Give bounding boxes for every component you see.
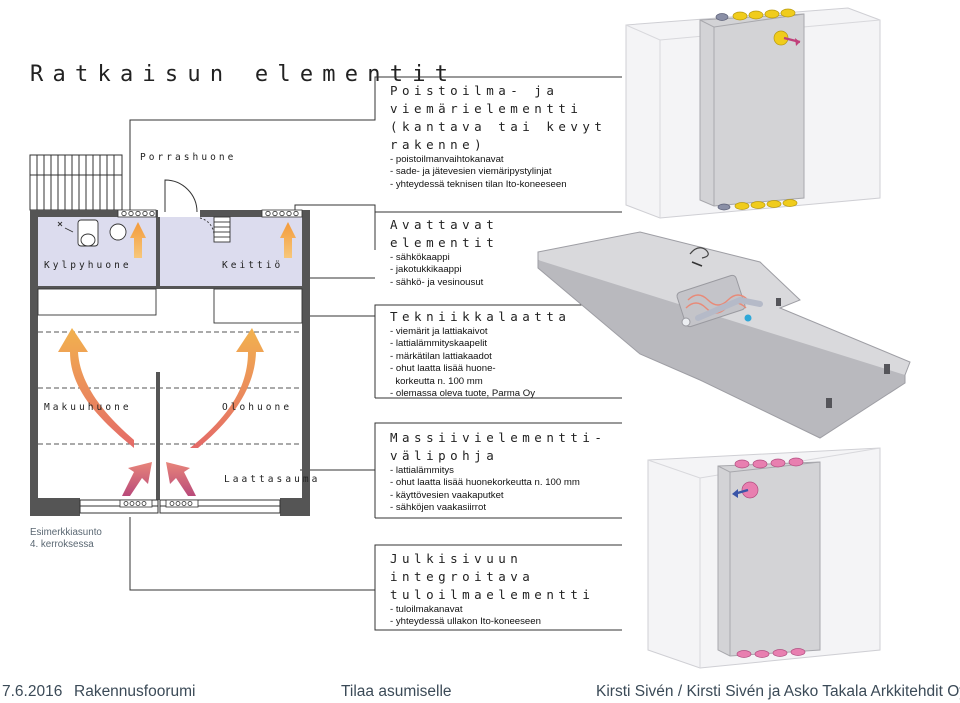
bullet-item: - ohut laatta lisää huonekorkeutta n. 10… [390,477,580,489]
section-heading: välipohja [390,448,499,463]
bullet-item: - ohut laatta lisää huone- [390,363,496,375]
bullet-item: - lattialämmityskaapelit [390,338,488,350]
airflow-arrows [58,222,296,496]
exhaust-element-rendering [625,7,881,219]
section-bullets: - lattialämmitys - ohut laatta lisää huo… [390,465,606,515]
kitchen-counter [199,216,231,243]
plan-note-line2: 4. kerroksessa [30,539,94,550]
footer-authors: Kirsti Sivén / Kirsti Sivén ja Asko Taka… [596,683,960,700]
room-label-living: Olohuone [222,402,293,413]
footer-date: 7.6.2016 [2,683,63,700]
bullet-item: - märkätilan lattiakaadot [390,350,492,362]
supply-element-rendering [647,447,881,669]
section-heading: elementit [390,235,499,250]
entrance-door [164,179,198,213]
section-technical-slab: Tekniikkalaatta - viemärit ja lattiakaiv… [390,308,570,400]
room-label-kitchen: Keittiö [222,260,284,271]
bullet-item: korkeutta n. 100 mm [390,375,483,387]
footer-event: Rakennusfoorumi [74,683,196,700]
plan-note: Esimerkkiasunto 4. kerroksessa [30,527,102,551]
bullet-item: - sähköjen vaakasiirrot [390,502,486,514]
bathroom-exhaust-arrow [130,222,146,258]
room-label-bedroom: Makuuhuone [44,402,132,413]
bullet-item: - tuloilmakanavat [390,604,463,615]
footer-topic: Tilaa asumiselle [341,683,452,700]
bathroom-fixtures [57,219,127,247]
bullet-item: - käyttövesien vaakaputket [390,489,504,501]
section-openable-elements: Avattavat elementit - sähkökaappi - jako… [390,216,498,289]
bullet-item: - viemärit ja lattiakaivot [390,326,488,337]
section-exhaust-element: Poistoilma- ja viemärielementti (kantava… [390,82,606,191]
room-label-bathroom: Kylpyhuone [44,260,132,271]
bullet-item: - jakotukkikaappi [390,264,462,276]
section-bullets: - poistoilmanvaihtokanavat - sade- ja jä… [390,154,606,191]
bullet-item: - yhteydessä ullakon Ito-koneeseen [390,616,541,628]
kitchen-exhaust-arrow [280,222,296,258]
plan-note-line1: Esimerkkiasunto [30,527,102,538]
living-flow-arrow [190,328,264,448]
section-bullets: - viemärit ja lattiakaivot - lattialämmi… [390,326,570,400]
section-heading: Tekniikkalaatta [390,309,571,324]
bullet-item: - sähkö- ja vesinousut [390,276,484,288]
staircase [29,154,123,211]
section-heading: Avattavat [390,217,499,232]
section-heading: (kantava tai kevyt [390,119,607,134]
technical-slab-rendering [537,231,911,439]
section-heading: integroitava [390,569,535,584]
bullet-item: - lattialämmitys [390,465,454,476]
page-title: Ratkaisun elementit [30,62,458,87]
closets [37,288,303,324]
bullet-item: - poistoilmanvaihtokanavat [390,154,504,165]
room-label-stairs: Porrashuone [140,152,237,163]
section-massive-slab: Massiivielementti- välipohja - lattialäm… [390,429,606,515]
bullet-item: - sade- ja jätevesien viemäripystylinjat [390,166,552,178]
bedroom-flow-arrow [58,328,134,448]
walls [30,210,310,516]
section-bullets: - tuloilmakanavat - yhteydessä ullakon I… [390,604,594,629]
section-heading: viemärielementti [390,101,583,116]
section-heading: rakenne) [390,137,487,152]
joint-label: Laattasauma [224,474,321,485]
section-heading: Massiivielementti- [390,430,607,445]
living-supply-arrow [166,462,196,496]
section-facade-supply-element: Julkisivuun integroitava tuloilmaelement… [390,550,594,629]
vent-openings [117,209,303,508]
section-heading: Julkisivuun [390,551,523,566]
bedroom-supply-arrow [122,462,152,496]
section-heading: Poistoilma- ja [390,83,559,98]
bullet-item: - sähkökaappi [390,252,450,263]
bullet-item: - olemassa oleva tuote, Parma Oy [390,388,536,400]
bullet-item: - yhteydessä teknisen tilan Ito-koneesee… [390,178,567,190]
section-heading: tuloilmaelementti [390,587,595,602]
section-bullets: - sähkökaappi - jakotukkikaappi - sähkö-… [390,252,498,289]
